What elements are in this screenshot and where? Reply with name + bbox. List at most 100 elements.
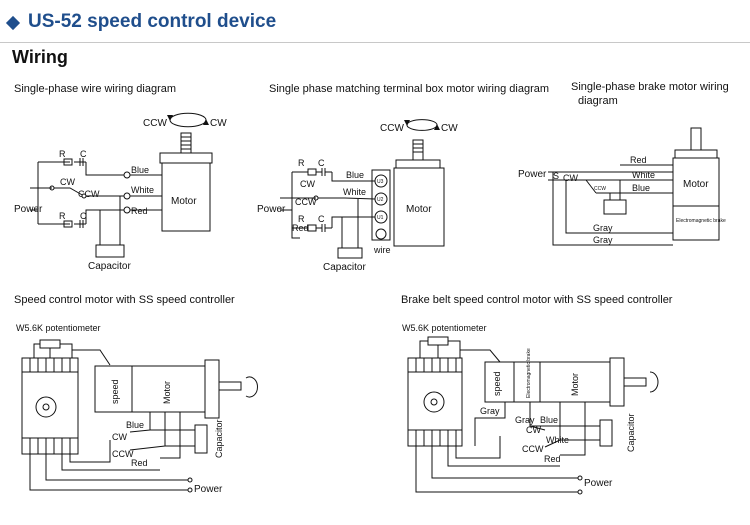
diagram3-caption-line2: diagram (578, 95, 618, 107)
d5-gray1-label: Gray (480, 406, 500, 416)
d5-power-label: Power (584, 478, 613, 489)
d5-shaft (623, 377, 647, 387)
d5-capacitor (599, 419, 613, 447)
d2-r2-label: R (298, 214, 305, 224)
d4-capacitor-label: Capacitor (214, 419, 224, 458)
diagram5: W5.6K potentiometer speed Electromagneti… (402, 323, 659, 495)
header-divider (0, 42, 750, 43)
diagram2: CCW CW Motor U3 U2 U1 wire R C R C CW CC… (257, 119, 458, 273)
d5-gray2-label: Gray (515, 415, 535, 425)
d2-terminal-box (371, 169, 391, 241)
d1-motor-body (161, 162, 211, 232)
diagram2-caption: Single phase matching terminal box motor… (269, 83, 550, 95)
d5-speed-dial-icon (423, 391, 445, 413)
d2-ccw-label: CCW (380, 123, 404, 134)
d1-c2-label: C (80, 211, 87, 221)
d5-white-label: White (546, 435, 569, 445)
d1-capacitor (95, 244, 125, 258)
d3-white-label: White (632, 170, 655, 180)
d4-ccw-label: CCW (112, 449, 134, 459)
diagram1: CCW CW Motor R C R C CW CCW Power Blue W… (14, 112, 227, 272)
diagram4: W5.6K potentiometer speed Motor Blue CW … (16, 323, 258, 495)
d3-motor-label: Motor (683, 179, 709, 190)
d5-motor-body (484, 361, 611, 403)
d4-shaft (218, 381, 242, 391)
d3-brake-label: Electromagnetic brake (676, 218, 726, 224)
d2-blue-label: Blue (346, 170, 364, 180)
d1-cw-label: CW (210, 118, 227, 129)
d5-rotation-arrow-icon (649, 371, 659, 393)
d1-motor-flange (159, 152, 213, 164)
d2-c2-label: C (318, 214, 325, 224)
d3-red-label: Red (630, 155, 647, 165)
d1-ccw-label: CCW (143, 118, 167, 129)
d4-pot-label: W5.6K potentiometer (16, 323, 101, 333)
d1-red-label: Red (131, 206, 148, 216)
diagram5-caption: Brake belt speed control motor with SS s… (401, 294, 673, 306)
d2-u3-label: U3 (377, 179, 384, 185)
d2-motor-label: Motor (406, 204, 432, 215)
d2-capacitor (337, 247, 363, 259)
d1-motor-label: Motor (171, 196, 197, 207)
d2-motor-body (393, 167, 445, 247)
d1-blue-label: Blue (131, 165, 149, 175)
diagram3: Motor Electromagnetic brake Power S CW C… (518, 127, 726, 246)
d4-red-label: Red (131, 458, 148, 468)
d3-brake-body (672, 205, 720, 241)
d2-white-label: White (343, 187, 366, 197)
d1-r2-label: R (59, 211, 66, 221)
d1-shaft (180, 132, 192, 154)
d3-capacitor (603, 199, 627, 215)
d5-pot-label: W5.6K potentiometer (402, 323, 487, 333)
d2-ground-icon (375, 228, 387, 240)
d4-motor-label: Motor (162, 381, 172, 404)
d4-power-label: Power (194, 484, 223, 495)
d4-cw-label: CW (112, 432, 127, 442)
diagram1-caption: Single-phase wire wiring diagram (14, 83, 177, 95)
d5-potentiometer (427, 336, 449, 346)
d3-s-label: S (553, 171, 559, 181)
d2-shaft (412, 139, 424, 161)
d1-white-label: White (131, 185, 154, 195)
d1-power-label: Power (14, 204, 43, 215)
d1-ccw-switch-label: CCW (78, 189, 100, 199)
d1-r1-label: R (59, 149, 66, 159)
d2-cw-label: CW (441, 123, 458, 134)
d2-r1-label: R (298, 158, 305, 168)
d4-speed-label: speed (110, 379, 120, 404)
d2-rotation-arrow-icon (406, 124, 440, 131)
d2-capacitor-label: Capacitor (323, 262, 366, 273)
d2-power-label: Power (257, 204, 286, 215)
d4-capacitor (194, 424, 208, 454)
d1-rotation-arrow-icon (169, 119, 209, 128)
d5-speed-label: speed (492, 371, 502, 396)
d5-red-label: Red (544, 454, 561, 464)
d4-speed-dial-icon (35, 396, 57, 418)
d2-u1-label: U1 (377, 215, 384, 221)
d2-u2-label: U2 (377, 197, 384, 203)
d3-power-label: Power (518, 169, 547, 180)
d2-c1-label: C (318, 158, 325, 168)
d1-rotation-arrow-icon (167, 112, 207, 121)
d3-cw-label: CW (563, 173, 578, 183)
page-title: US-52 speed control device (28, 11, 277, 32)
d5-motor-label: Motor (570, 373, 580, 396)
d2-cw-switch-label: CW (300, 179, 315, 189)
d2-red-label: Red (292, 223, 309, 233)
diagram4-caption: Speed control motor with SS speed contro… (14, 294, 235, 306)
d5-capacitor-label: Capacitor (626, 413, 636, 452)
d2-rotation-arrow-icon (404, 119, 438, 126)
d2-ccw-switch-label: CCW (295, 197, 317, 207)
d3-gray2-label: Gray (593, 235, 613, 245)
d5-brake-label: Electromagnetic brake (526, 348, 532, 398)
d3-shaft (690, 127, 702, 151)
d4-rotation-arrow-icon (245, 376, 258, 398)
d1-c1-label: C (80, 149, 87, 159)
d1-capacitor-label: Capacitor (88, 261, 131, 272)
d4-blue-label: Blue (126, 420, 144, 430)
diagram3-caption-line1: Single-phase brake motor wiring (571, 81, 729, 93)
d5-blue-label: Blue (540, 415, 558, 425)
d4-potentiometer (39, 339, 61, 349)
d5-ccw-label: CCW (522, 444, 544, 454)
